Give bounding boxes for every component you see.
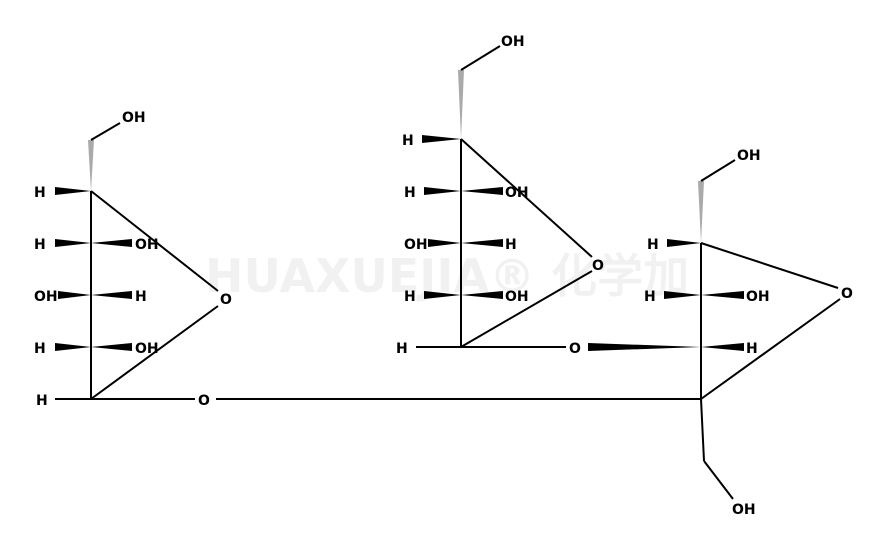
atom-labels: OH H H OH OH H H OH H O O OH H H OH OH H… — [34, 34, 853, 518]
atom-label: OH — [122, 110, 146, 126]
atom-label: H — [505, 237, 517, 253]
glycosidic-oxygen: O — [569, 341, 581, 357]
atom-label: OH — [34, 289, 58, 305]
atom-label: H — [402, 133, 414, 149]
atom-label: H — [404, 185, 416, 201]
atom-label: OH — [135, 341, 159, 357]
ring-oxygen: O — [220, 292, 232, 308]
atom-label: OH — [746, 289, 770, 305]
ring-oxygen: O — [592, 258, 604, 274]
atom-label: OH — [404, 237, 428, 253]
atom-label: H — [34, 237, 46, 253]
atom-label: OH — [501, 34, 525, 50]
atom-label: H — [34, 341, 46, 357]
wedge-bond — [88, 140, 94, 191]
left-ring — [55, 122, 701, 400]
atom-label: OH — [505, 185, 529, 201]
glycosidic-oxygen: O — [198, 393, 210, 409]
wedge-bond — [55, 187, 91, 195]
atom-label: H — [396, 341, 408, 357]
atom-label: H — [36, 393, 48, 409]
ring-oxygen: O — [841, 286, 853, 302]
atom-label: H — [34, 185, 46, 201]
atom-label: H — [404, 289, 416, 305]
atom-label: H — [135, 289, 147, 305]
atom-label: OH — [505, 289, 529, 305]
atom-label: H — [746, 341, 758, 357]
right-ring — [664, 159, 841, 500]
atom-label: OH — [135, 237, 159, 253]
atom-label: H — [647, 237, 659, 253]
atom-label: OH — [737, 148, 761, 164]
atom-label: OH — [732, 502, 756, 518]
atom-label: H — [644, 289, 656, 305]
middle-ring — [416, 45, 744, 351]
